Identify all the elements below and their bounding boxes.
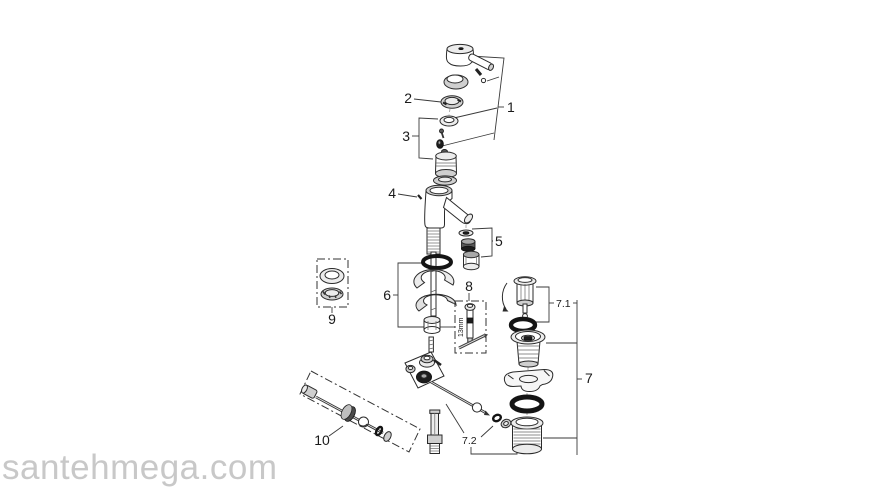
popup-rod-assembly	[301, 384, 392, 442]
cartridge	[433, 149, 458, 186]
linkage-nut	[500, 418, 512, 429]
waste-threaded-body	[510, 416, 544, 455]
leader-line-4	[397, 193, 418, 198]
vertical-link	[427, 409, 443, 454]
label-part-5: 5	[495, 233, 503, 249]
label-part-7-1: 7.1	[556, 298, 571, 310]
o-ring-base	[421, 254, 453, 270]
handle-lever	[445, 43, 495, 71]
base-gasket	[413, 269, 455, 289]
aerator-shell	[462, 250, 480, 271]
waste-o-ring	[509, 394, 545, 414]
handle-screw	[474, 68, 487, 84]
label-part-2: 2	[404, 90, 412, 106]
tool-13mm	[458, 303, 488, 350]
mounting-clamp	[415, 293, 458, 312]
mounting-nut	[423, 316, 441, 334]
leader-line-2	[413, 98, 442, 103]
waste-holder	[503, 368, 554, 393]
watermark: santehmega.com	[2, 448, 278, 487]
trim-ring	[439, 115, 459, 127]
linkage-o-ring	[491, 413, 503, 423]
label-part-9: 9	[328, 311, 336, 327]
leader-line-10	[328, 425, 344, 437]
body-threaded-shank	[426, 227, 441, 255]
bracket-6	[393, 262, 424, 328]
bracket-7-1	[536, 286, 577, 323]
dome-cap	[443, 74, 469, 90]
bracket-3	[412, 117, 439, 160]
label-part-8: 8	[465, 278, 473, 294]
part-labels: 1 2 3 4 5 6 7 7.1 7.2 8 9 10 13mm	[314, 90, 593, 448]
label-part-6: 6	[383, 287, 391, 303]
label-tool-size: 13mm	[458, 317, 465, 337]
slotted-ring	[320, 287, 344, 301]
bracket-7	[543, 300, 582, 455]
aerator-insert	[460, 238, 476, 252]
mounting-rod	[430, 251, 437, 317]
label-part-1: 1	[507, 99, 515, 115]
faucet-body	[417, 184, 474, 229]
lever-mechanism	[404, 336, 445, 389]
aerator-washer	[458, 229, 474, 237]
label-part-3: 3	[402, 128, 410, 144]
horizontal-rod	[430, 380, 490, 416]
label-part-4: 4	[388, 185, 396, 201]
waste-plug	[513, 276, 537, 319]
label-part-10: 10	[314, 432, 330, 448]
cartridge-screw	[439, 128, 445, 139]
waste-flange	[510, 329, 546, 368]
waste-plug-o-ring	[508, 316, 538, 334]
label-part-7-2: 7.2	[462, 435, 477, 447]
bracket-5	[471, 227, 493, 258]
seal-box	[316, 258, 349, 308]
rotation-arrow	[501, 282, 509, 312]
leader-line-8	[440, 293, 470, 328]
popup-rod-box	[299, 370, 421, 453]
label-part-7: 7	[585, 370, 593, 386]
cartridge-stem-bit	[436, 139, 444, 149]
seal-washer	[319, 268, 345, 284]
cap-ring-part2	[440, 95, 464, 109]
service-tool-box	[454, 300, 487, 354]
